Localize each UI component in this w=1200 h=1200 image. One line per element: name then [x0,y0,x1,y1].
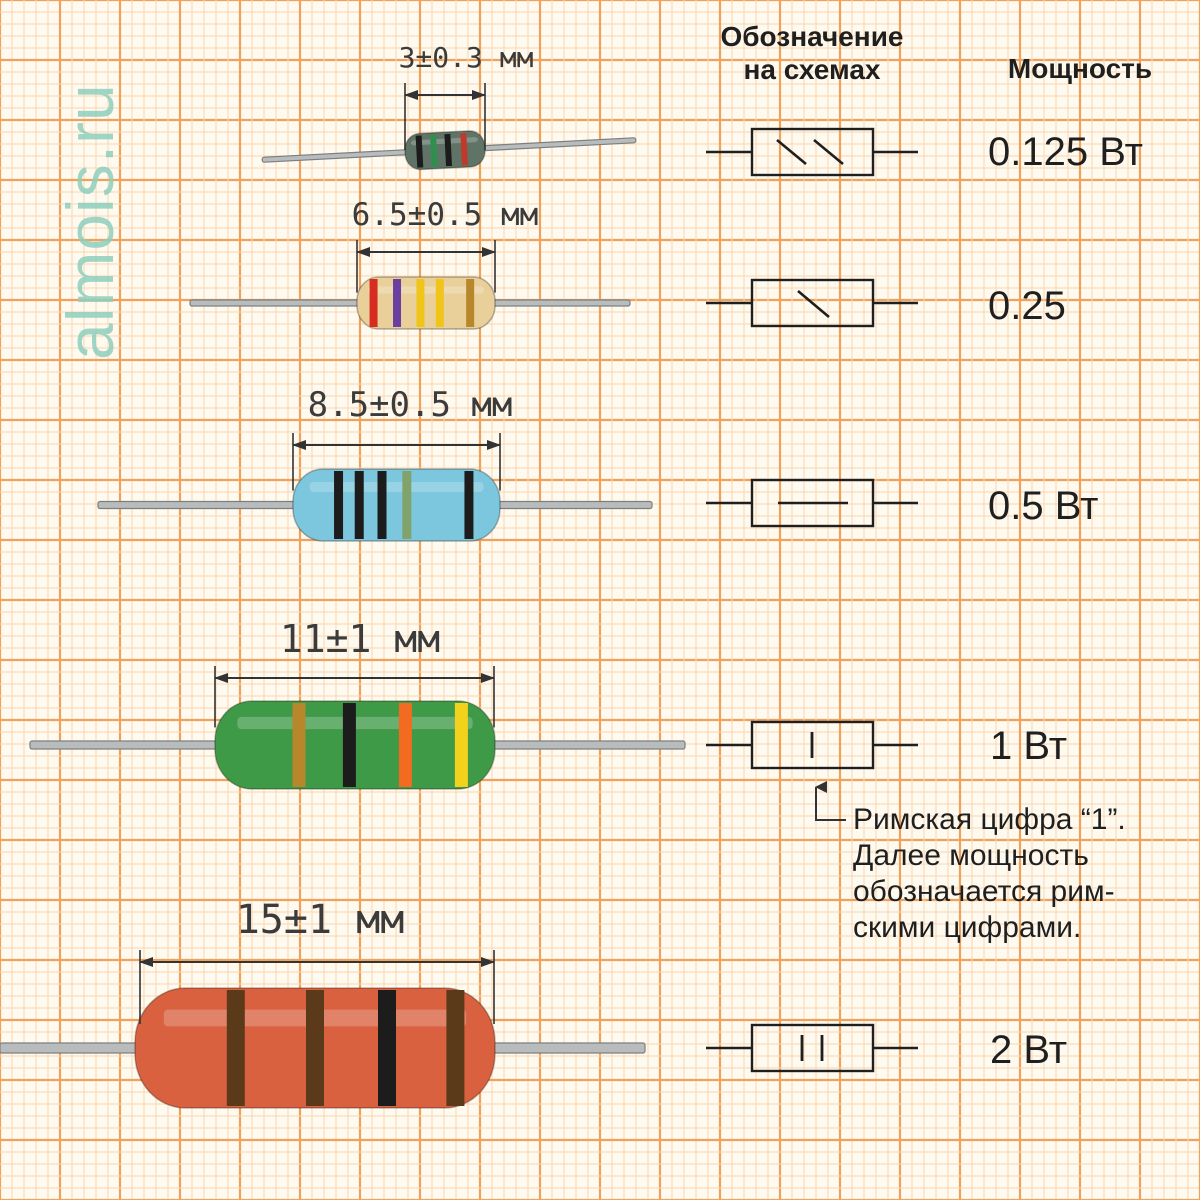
resistor-highlight [309,481,484,493]
symbol-box [750,720,875,770]
symbol-box [750,478,875,528]
resistor-0 [261,130,637,171]
power-label-1w: 1 Вт [990,724,1068,768]
note-pointer-arrow [815,781,846,821]
symbol-slash [813,138,844,166]
color-band [393,279,402,327]
size-label-1w: 11±1 мм [279,617,441,661]
color-band [446,990,465,1106]
resistor-2 [97,468,653,542]
color-band [416,279,425,327]
color-band [464,471,474,539]
color-band [444,133,453,167]
color-band [460,133,469,166]
symbol-slash [776,138,807,166]
symbol-box [750,1023,875,1073]
schematic-symbol-roman-two [706,1023,918,1073]
size-label-2w: 15±1 мм [235,897,405,943]
color-band [398,703,412,787]
schematic-symbol-roman-one [706,720,918,770]
roman-numeral-note: Римская цифра “1”. Далее мощность обозна… [853,803,1126,944]
color-band [377,471,387,539]
color-band [429,134,438,167]
color-band [334,471,344,539]
symbol-box [750,278,875,328]
power-label-05w: 0.5 Вт [988,484,1099,528]
color-band [466,279,475,327]
color-band [378,990,396,1106]
symbol-slash [797,290,830,318]
resistor-4 [0,987,646,1109]
symbol-box [750,127,875,177]
size-label-025w: 6.5±0.5 мм [351,197,539,233]
resistor-body [292,468,501,542]
power-label-0125w: 0.125 Вт [988,130,1143,174]
power-column-header: Мощность [1007,53,1153,84]
color-band [402,471,412,539]
schematic-symbol-horizontal-line [706,478,918,528]
power-label-025w: 0.25 [988,284,1066,328]
color-band [354,471,364,539]
symbol-column-header: Обозначение на схемах [672,20,952,86]
color-band [435,279,444,327]
resistor-1 [189,276,631,330]
schematic-symbol-double-slash [706,127,918,177]
power-label-2w: 2 Вт [990,1028,1068,1072]
color-band [369,279,378,327]
symbol-header-line2: на схемах [743,54,881,86]
schematic-symbol-single-slash [706,278,918,328]
resistor-body [356,276,496,330]
resistor-3 [29,700,686,790]
color-band [454,703,468,787]
color-band [226,990,245,1106]
color-band [415,135,424,168]
size-label-05w: 8.5±0.5 мм [307,385,513,425]
symbol-header-line1: Обозначение [720,21,904,52]
color-band [306,990,324,1106]
color-band [342,703,356,787]
color-band [292,703,306,787]
size-label-0125w: 3±0.3 мм [398,41,534,74]
